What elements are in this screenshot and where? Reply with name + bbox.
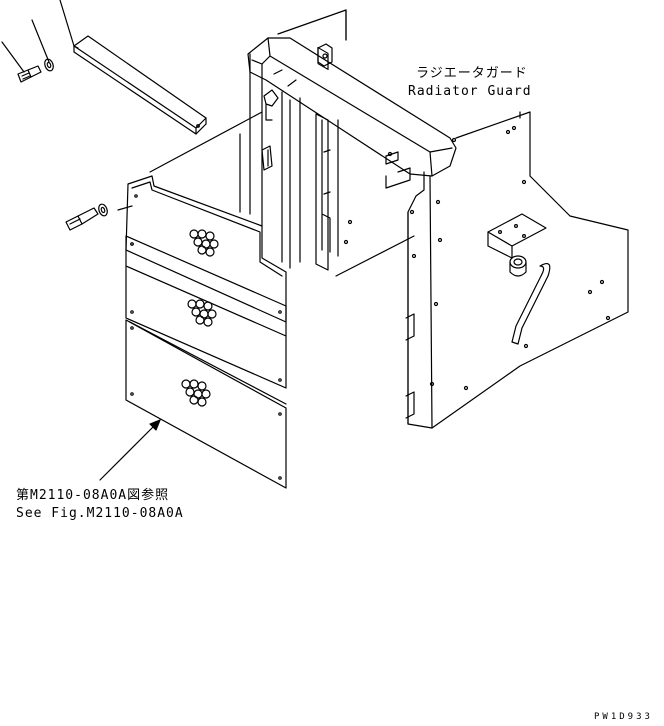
cover-panel-middle <box>125 235 287 389</box>
rod-with-bushing <box>509 255 551 345</box>
radiator-guard-label-en: Radiator Guard <box>408 84 532 99</box>
radiator-guard-label-jp: ラジエータガード <box>416 66 528 81</box>
reference-label-en: See Fig.M2110-08A0A <box>16 506 184 521</box>
leader-lines-top-left <box>1 0 79 73</box>
drawing-code: PW1D933 <box>594 712 653 722</box>
washer-lower <box>98 203 108 217</box>
reference-label-jp: 第M2110-08A0A図参照 <box>16 488 170 503</box>
washer-top <box>44 58 54 72</box>
mounting-bracket <box>487 213 547 259</box>
cover-panel-upper <box>125 175 287 323</box>
reference-arrow <box>99 419 161 481</box>
guard-support-legs <box>261 89 291 269</box>
assembly-guide-lines <box>117 111 263 213</box>
guard-strip <box>73 35 207 135</box>
radiator-guard-beam <box>247 37 457 227</box>
radiator-side-panel <box>277 9 629 429</box>
bolt-top <box>17 65 42 83</box>
inner-channel <box>299 97 339 271</box>
bolt-lower <box>65 207 99 231</box>
cover-panel-lower <box>125 319 287 489</box>
